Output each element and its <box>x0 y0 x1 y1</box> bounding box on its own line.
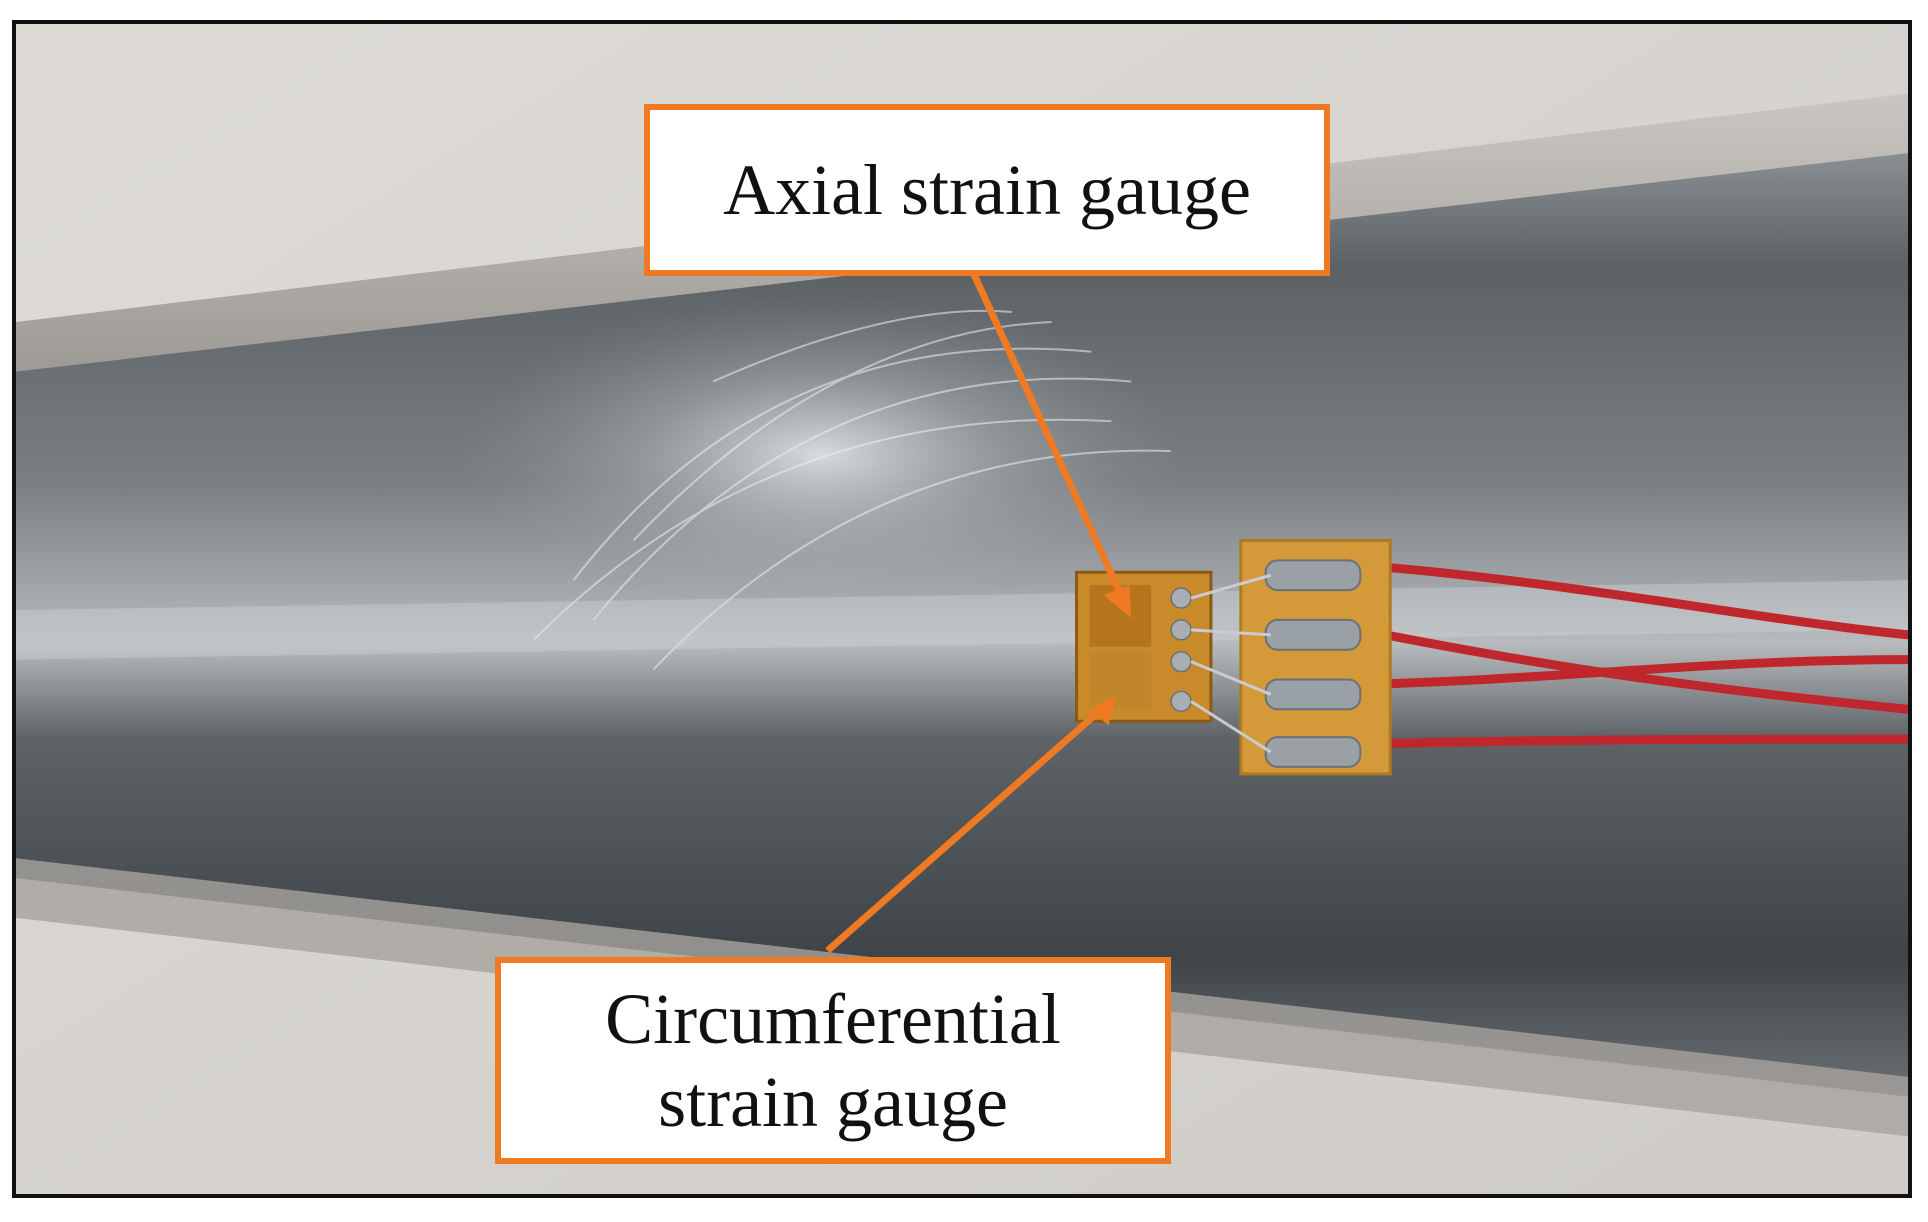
callout-leaders <box>825 272 1127 954</box>
solder-joints <box>1264 559 1362 768</box>
figure-frame: Axial strain gauge Circumferential strai… <box>12 20 1912 1198</box>
arrowheads <box>1089 585 1132 726</box>
circumferential-gauge-callout: Circumferential strain gauge <box>495 957 1171 1164</box>
circumferential-grid <box>1089 651 1152 710</box>
lead-wires <box>1355 560 1908 749</box>
pipe-highlight <box>16 580 1908 660</box>
axial-gauge-callout: Axial strain gauge <box>644 104 1330 276</box>
gauge-leads <box>1190 573 1272 754</box>
circumferential-gauge-label-line1: Circumferential <box>605 978 1061 1059</box>
gauge-tabs <box>1170 587 1192 713</box>
axial-gauge-label: Axial strain gauge <box>723 149 1251 230</box>
circumferential-gauge-label-line2: strain gauge <box>658 1061 1008 1142</box>
scratch-marks <box>533 309 1172 671</box>
